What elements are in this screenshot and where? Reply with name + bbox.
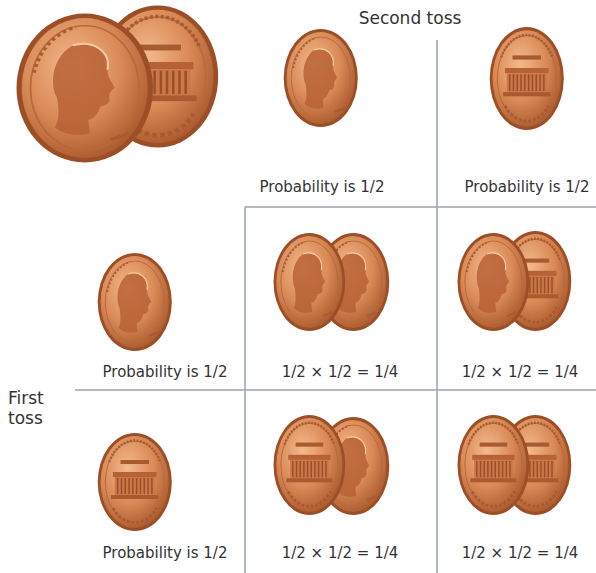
product-label: 1/2 × 1/2 = 1/4 xyxy=(462,363,579,381)
probability-label: Probability is 1/2 xyxy=(465,178,590,196)
product-label: 1/2 × 1/2 = 1/4 xyxy=(282,544,399,562)
axis-title: Second toss xyxy=(359,8,462,28)
axis-title: First toss xyxy=(8,388,52,429)
product-label: 1/2 × 1/2 = 1/4 xyxy=(462,544,579,562)
product-label: 1/2 × 1/2 = 1/4 xyxy=(282,363,399,381)
probability-label: Probability is 1/2 xyxy=(103,544,228,562)
probability-label: Probability is 1/2 xyxy=(103,363,228,381)
probability-label: Probability is 1/2 xyxy=(260,178,385,196)
